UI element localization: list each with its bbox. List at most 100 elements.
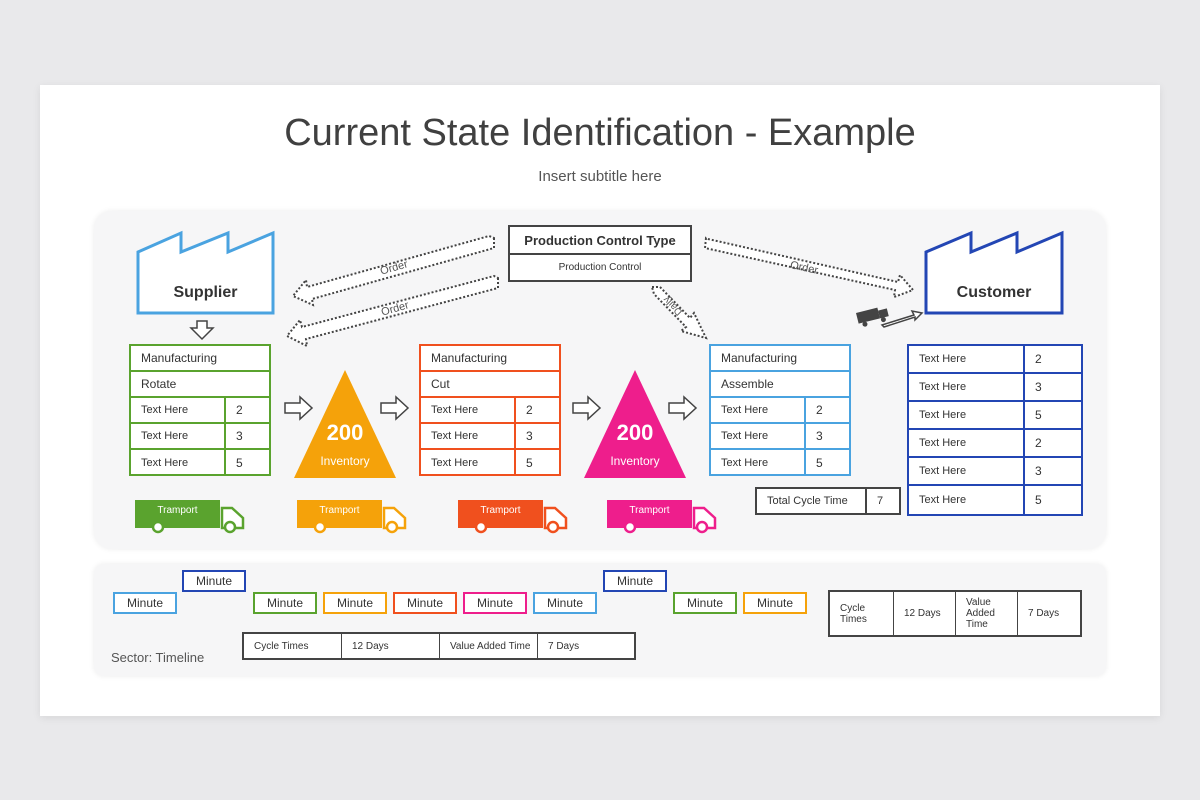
truck-label: Tramport <box>319 505 360 516</box>
process-sub: Assemble <box>711 372 849 398</box>
minute-box: Minute <box>323 592 387 614</box>
page-title: Current State Identification - Example <box>284 112 916 154</box>
customer-row-key: Text Here <box>909 346 1025 372</box>
process-row: Text Here 5 <box>421 450 559 476</box>
process-row: Text Here 5 <box>711 450 849 476</box>
process-row: Text Here 3 <box>131 424 269 450</box>
process-row-key: Text Here <box>421 424 516 448</box>
summary-right-cycle-value: 12 Days <box>894 592 956 635</box>
process-row-value: 2 <box>236 403 243 417</box>
process-row-value: 5 <box>526 456 533 470</box>
order-arrow-2 <box>285 274 499 348</box>
truck-label: Tramport <box>157 505 198 516</box>
customer-row-value: 2 <box>1035 436 1042 450</box>
down-arrow-icon <box>189 320 215 341</box>
minute-box: Minute <box>673 592 737 614</box>
truck-icon <box>607 500 717 534</box>
process-head: Manufacturing <box>421 346 559 372</box>
page-subtitle: Insert subtitle here <box>538 168 662 185</box>
process-row-value: 3 <box>816 429 823 443</box>
timeline-summary-right: Cycle Times 12 Days Value Added Time 7 D… <box>828 590 1082 637</box>
supplier-factory-icon <box>136 230 275 315</box>
process-head: Manufacturing <box>131 346 269 372</box>
minute-box: Minute <box>253 592 317 614</box>
customer-row-value: 3 <box>1035 464 1042 478</box>
summary-va-value: 7 Days <box>548 640 580 652</box>
summary-cycle-value: 12 Days <box>342 634 440 658</box>
summary-cycle-label: Cycle Times <box>244 634 342 658</box>
customer-row: Text Here 5 <box>909 402 1081 430</box>
truck-icon <box>297 500 407 534</box>
timeline-summary: Cycle Times 12 Days Value Added Time 7 D… <box>242 632 636 660</box>
truck-label: Tramport <box>480 505 521 516</box>
process-row: Text Here 2 <box>421 398 559 424</box>
process-row-value: 5 <box>236 456 243 470</box>
customer-row-value: 3 <box>1035 380 1042 394</box>
minute-box: Minute <box>182 570 246 592</box>
process-row-key: Text Here <box>131 398 226 422</box>
minute-box: Minute <box>113 592 177 614</box>
inventory-label: Inventory <box>610 454 660 468</box>
process-row-key: Text Here <box>421 450 516 476</box>
process-row-key: Text Here <box>711 424 806 448</box>
process-row-key: Text Here <box>711 398 806 422</box>
customer-row-key: Text Here <box>909 402 1025 428</box>
process-row-key: Text Here <box>421 398 516 422</box>
customer-factory-icon <box>924 230 1064 315</box>
customer-row: Text Here 3 <box>909 458 1081 486</box>
customer-row-key: Text Here <box>909 458 1025 484</box>
customer-row-value: 5 <box>1035 408 1042 422</box>
process-row-key: Text Here <box>131 450 226 476</box>
summary-right-va-label: Value Added Time <box>956 592 1018 635</box>
summary-right-va-value: 7 Days <box>1028 608 1060 619</box>
truck-label: Tramport <box>629 505 670 516</box>
inventory-triangle <box>294 370 396 478</box>
process-row: Text Here 5 <box>131 450 269 476</box>
inventory-value: 200 <box>326 420 364 445</box>
process-sub: Rotate <box>131 372 269 398</box>
customer-row-value: 5 <box>1035 493 1042 507</box>
minute-box: Minute <box>393 592 457 614</box>
summary-right-cycle-label: Cycle Times <box>830 592 894 635</box>
minute-box: Minute <box>533 592 597 614</box>
shipment-truck-icon <box>856 307 889 327</box>
process-row-value: 2 <box>816 403 823 417</box>
total-cycle-box: Total Cycle Time 7 <box>755 487 901 515</box>
customer-label: Customer <box>956 284 1032 301</box>
process-row: Text Here 2 <box>131 398 269 424</box>
truck-icon <box>135 500 245 534</box>
daily-arrow <box>650 286 708 340</box>
right-arrow-icon <box>380 395 410 421</box>
production-control-sub: Production Control <box>558 262 642 273</box>
customer-row: Text Here 3 <box>909 374 1081 402</box>
summary-va-label: Value Added Time <box>440 634 538 658</box>
inventory-label: Inventory <box>320 454 370 468</box>
process-row: Text Here 3 <box>711 424 849 450</box>
process-row-value: 3 <box>236 429 243 443</box>
process-row-key: Text Here <box>711 450 806 476</box>
customer-row: Text Here 2 <box>909 430 1081 458</box>
production-control-title: Production Control Type <box>510 227 690 255</box>
minute-box: Minute <box>463 592 527 614</box>
inventory-value: 200 <box>616 420 654 445</box>
customer-row-value: 2 <box>1035 352 1042 366</box>
process-row-value: 5 <box>816 456 823 470</box>
shipment-arrow <box>880 309 924 328</box>
process-row-key: Text Here <box>131 424 226 448</box>
process-row-value: 3 <box>526 429 533 443</box>
truck-icon <box>458 500 568 534</box>
customer-row-key: Text Here <box>909 374 1025 400</box>
customer-row-key: Text Here <box>909 430 1025 456</box>
minute-box: Minute <box>603 570 667 592</box>
right-arrow-icon <box>572 395 602 421</box>
minute-box: Minute <box>743 592 807 614</box>
order-arrow-1 <box>291 234 495 307</box>
customer-row: Text Here 5 <box>909 486 1081 514</box>
process-head: Manufacturing <box>711 346 849 372</box>
process-sub: Cut <box>421 372 559 398</box>
customer-row: Text Here 2 <box>909 346 1081 374</box>
right-arrow-icon <box>284 395 314 421</box>
